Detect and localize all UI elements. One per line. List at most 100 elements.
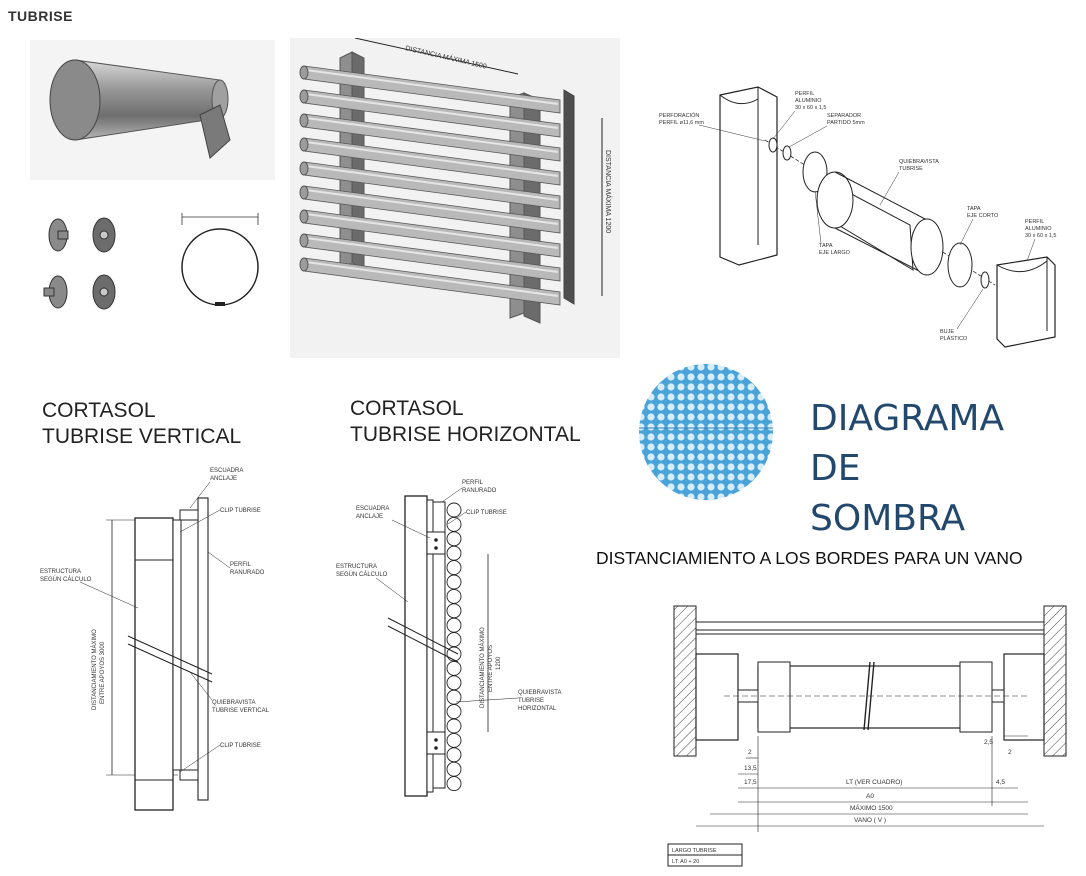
rack-tube-end <box>299 185 309 200</box>
horizontal-tube-section <box>446 632 462 648</box>
horizontal-tube-section <box>446 531 462 547</box>
horizontal-tubes <box>446 502 462 792</box>
horizontal-tube-section <box>446 560 462 576</box>
vano-table-val: LT: A0 + 20 <box>672 859 699 865</box>
horizontal-tube-section <box>446 603 462 619</box>
horizontal-tube-section <box>446 516 462 532</box>
dim-height-label: DISTANCIA MÁXIMA 1200 <box>604 150 613 233</box>
rack-tube-end <box>299 89 309 104</box>
v-quiebravista-2: TUBRISE VERTICAL <box>212 708 270 714</box>
vertical-section-drawing: ESCUADRA ANCLAJE CLIP TUBRISE PERFIL RAN… <box>40 468 270 811</box>
rack-tube-end <box>299 65 309 80</box>
rack-tube-highlight <box>305 213 559 249</box>
tube-section-drawing <box>181 213 259 306</box>
horizontal-tube-section <box>446 675 462 691</box>
v-clip-bottom: CLIP TUBRISE <box>220 743 261 749</box>
vano-a0: A0 <box>866 793 874 800</box>
horizontal-tube-section <box>446 617 462 633</box>
vano-d1: 2 <box>748 749 752 756</box>
lbl-quiebravista-2: TUBRISE <box>899 166 923 172</box>
rack-tube-highlight <box>305 141 559 177</box>
horizontal-tube-section <box>446 545 462 561</box>
rack-tube-end <box>299 137 309 152</box>
v-dim-1: DISTANCIAMIENTO MÁXIMO <box>91 629 98 710</box>
h-quiebravista-2: TUBRISE <box>518 698 544 704</box>
h-estructura-1: ESTRUCTURA <box>336 564 377 570</box>
h-escuadra-1: ESCUADRA <box>356 506 389 512</box>
rack-tube-highlight <box>305 69 559 105</box>
rack-tube-highlight <box>305 237 559 273</box>
rack-perspective: DISTANCIA MÁXIMA 1500 DISTANCIA MÁXIMA 1… <box>290 38 620 358</box>
rack-tube-end <box>299 209 309 224</box>
vertical-title-2: TUBRISE VERTICAL <box>42 425 242 448</box>
h-perfil-2: RANURADO <box>462 488 497 494</box>
vano-maximo: MÁXIMO 1500 <box>850 803 893 812</box>
vano-table-head: LARGO TUBRISE <box>672 848 717 854</box>
v-clip-top: CLIP TUBRISE <box>220 508 261 514</box>
v-estructura-1: ESTRUCTURA <box>40 569 81 575</box>
shade-line-2: DE <box>810 448 861 489</box>
vano-d6: 2 <box>1008 749 1012 756</box>
shade-diagram-heading: DIAGRAMA DE SOMBRA <box>810 394 1004 544</box>
vertical-title: CORTASOL TUBRISE VERTICAL <box>42 398 241 450</box>
lbl-tapa-corto-2: EJE CORTO <box>967 213 999 219</box>
lbl-perfil-right-2: ALUMINIO <box>1025 226 1052 232</box>
lbl-tapa-corto-1: TAPA <box>967 206 981 212</box>
rack-tube-end <box>299 233 309 248</box>
v-quiebravista-1: QUIEBRAVISTA <box>212 700 255 706</box>
lbl-buje-1: BUJE <box>940 329 954 335</box>
vano-d4: 17,5 <box>744 779 757 786</box>
shade-line-1: DIAGRAMA <box>810 398 1005 439</box>
horizontal-tube-section <box>446 502 462 518</box>
lbl-perforacion-2: PERFIL ø11,6 mm <box>659 120 704 126</box>
vano-d3: 13,5 <box>744 765 757 772</box>
horizontal-tube-section <box>446 689 462 705</box>
distance-title: DISTANCIAMIENTO A LOS BORDES PARA UN VAN… <box>596 548 1023 568</box>
rack-tube-end <box>299 161 309 176</box>
brand-label: TUBRISE <box>8 8 73 24</box>
lbl-perfil-top-3: 30 x 60 x 1,5 <box>795 105 827 111</box>
h-dim-1: DISTANCIAMIENTO MÁXIMO <box>479 627 486 708</box>
horizontal-tube-section <box>446 761 462 777</box>
horizontal-tube-section <box>446 574 462 590</box>
h-quiebravista-1: QUIEBRAVISTA <box>518 690 561 696</box>
horizontal-tube-section <box>446 776 462 792</box>
lbl-quiebravista-1: QUIEBRAVISTA <box>899 159 939 165</box>
rack-tube-highlight <box>305 165 559 201</box>
lbl-perfil-top-2: ALUMINIO <box>795 98 822 104</box>
lbl-perfil-right-3: 30 x 60 x 1,5 <box>1025 233 1057 239</box>
lbl-perfil-right-1: PERFIL <box>1025 219 1044 225</box>
h-perfil-1: PERFIL <box>462 480 484 486</box>
lbl-separador-2: PARTIDO 5mm <box>827 120 865 126</box>
v-perfil-2: RANURADO <box>230 570 265 576</box>
tube-render <box>30 40 275 180</box>
vano-lt: LT (VER CUADRO) <box>846 779 902 786</box>
horizontal-tube-section <box>446 704 462 720</box>
vano-d2: 2,5 <box>984 739 993 746</box>
lbl-tapa-largo-1: TAPA <box>819 243 833 249</box>
rack-tube-highlight <box>305 261 559 297</box>
horizontal-tube-section <box>446 718 462 734</box>
lbl-tapa-largo-2: EJE LARGO <box>819 250 851 256</box>
v-escuadra-1: ESCUADRA <box>210 468 243 474</box>
v-perfil-1: PERFIL <box>230 562 252 568</box>
v-estructura-2: SEGÚN CÁLCULO <box>40 576 92 583</box>
horizontal-title: CORTASOL TUBRISE HORIZONTAL <box>350 396 581 448</box>
rack-tube-end <box>299 113 309 128</box>
horizontal-tube-section <box>446 747 462 763</box>
v-dim-2: ENTRE APOYOS 3000 <box>100 641 106 704</box>
rack-tube-end <box>299 257 309 272</box>
rack-tube-highlight <box>305 117 559 153</box>
horizontal-title-1: CORTASOL <box>350 397 464 420</box>
horizontal-tube-section <box>446 660 462 676</box>
h-clip: CLIP TUBRISE <box>466 510 507 516</box>
h-escuadra-2: ANCLAJE <box>356 514 383 520</box>
end-caps <box>43 217 116 310</box>
vertical-title-1: CORTASOL <box>42 399 156 422</box>
h-quiebravista-3: HORIZONTAL <box>518 706 557 712</box>
h-dim-3: 1200 <box>496 656 502 670</box>
rack-tube-highlight <box>305 93 559 129</box>
vano-vano: VANO ( V ) <box>854 817 886 824</box>
exploded-assembly: PERFORACIÓN PERFIL ø11,6 mm PERFIL ALUMI… <box>659 86 1057 348</box>
horizontal-section-drawing: PERFIL RANURADO ESCUADRA ANCLAJE CLIP TU… <box>336 480 561 797</box>
